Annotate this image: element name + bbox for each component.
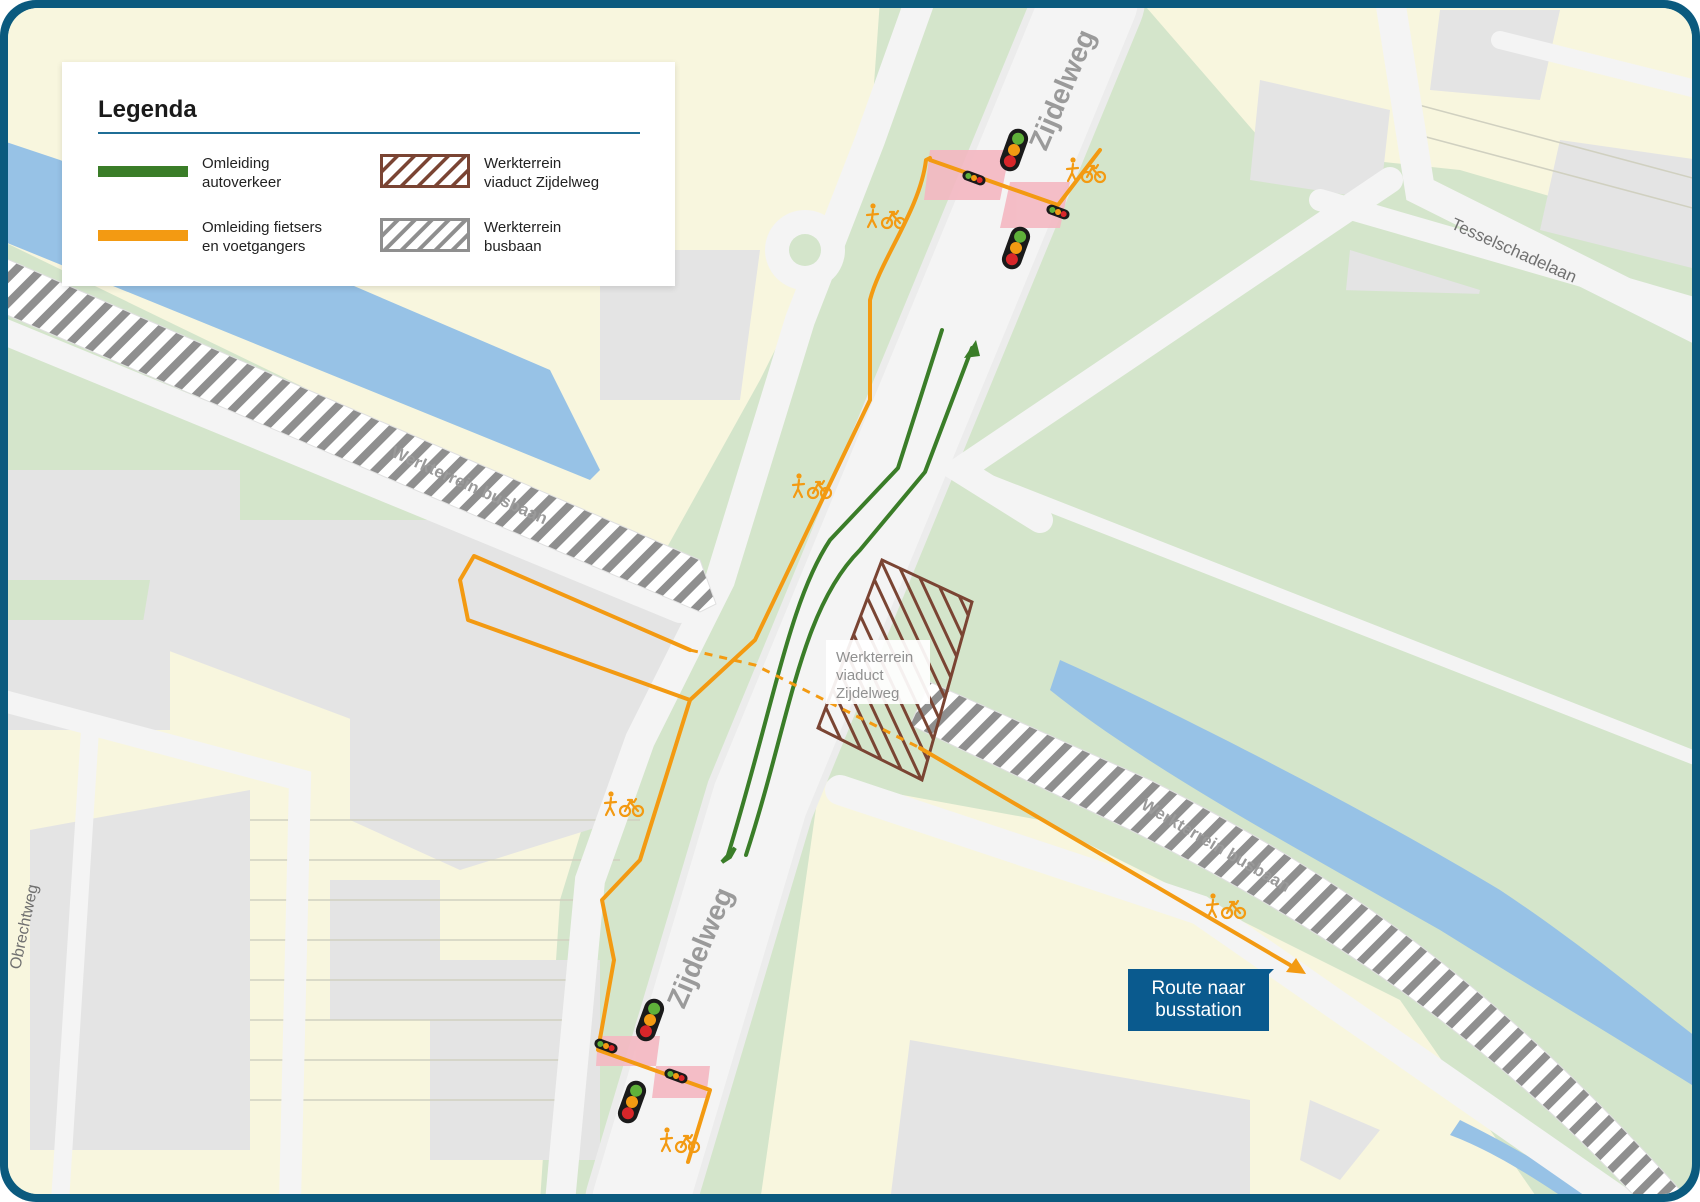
legend-divider: [98, 132, 640, 134]
legend-item-text: Werkterrein: [484, 219, 562, 236]
direction-arrow-icon: [1286, 958, 1306, 974]
label-viaduct-2: viaduct: [836, 667, 884, 684]
legend-item-text: autoverkeer: [202, 174, 282, 191]
car-route: [726, 328, 974, 857]
busbaan-work-swatch: [380, 218, 470, 252]
callout-pointer: [1258, 969, 1274, 985]
route-callout: Route naar busstation: [1128, 969, 1269, 1031]
legend-item-text: busbaan: [484, 238, 542, 255]
green-area: [960, 280, 1692, 920]
legend-item-text: Omleiding: [202, 155, 270, 172]
label-viaduct-1: Werkterrein: [836, 649, 913, 666]
direction-arrow-icon: [964, 340, 980, 358]
legend-item-car-route: Omleiding autoverkeer: [98, 154, 352, 192]
legend-item-text: en voetgangers: [202, 238, 306, 255]
legend-title: Legenda: [98, 96, 197, 123]
viaduct-label: Werkterrein viaduct Zijdelweg: [826, 640, 930, 704]
viaduct-work-swatch: [380, 154, 470, 188]
callout-line: Route naar: [1151, 978, 1246, 999]
legend-panel: Legenda Omleiding autoverkeer Werkterrein…: [62, 62, 675, 286]
busbaan-work-east: [909, 681, 1681, 1194]
direction-arrow-icon: [720, 846, 737, 864]
legend-item-viaduct-work: Werkterrein viaduct Zijdelweg: [380, 154, 634, 192]
legend-item-busbaan-work: Werkterrein busbaan: [380, 218, 634, 256]
callout-line: busstation: [1155, 1000, 1242, 1021]
legend-item-text: Omleiding fietsers: [202, 219, 323, 236]
label-viaduct-3: Zijdelweg: [836, 685, 899, 702]
legend-item-text: Werkterrein: [484, 155, 562, 172]
busbaan-work-west: [8, 255, 717, 613]
legend-item-text: viaduct Zijdelweg: [484, 174, 600, 191]
legend-item-bike-route: Omleiding fietsers en voetgangers: [98, 218, 352, 256]
car-route-swatch: [98, 166, 188, 177]
bike-route-swatch: [98, 230, 188, 241]
